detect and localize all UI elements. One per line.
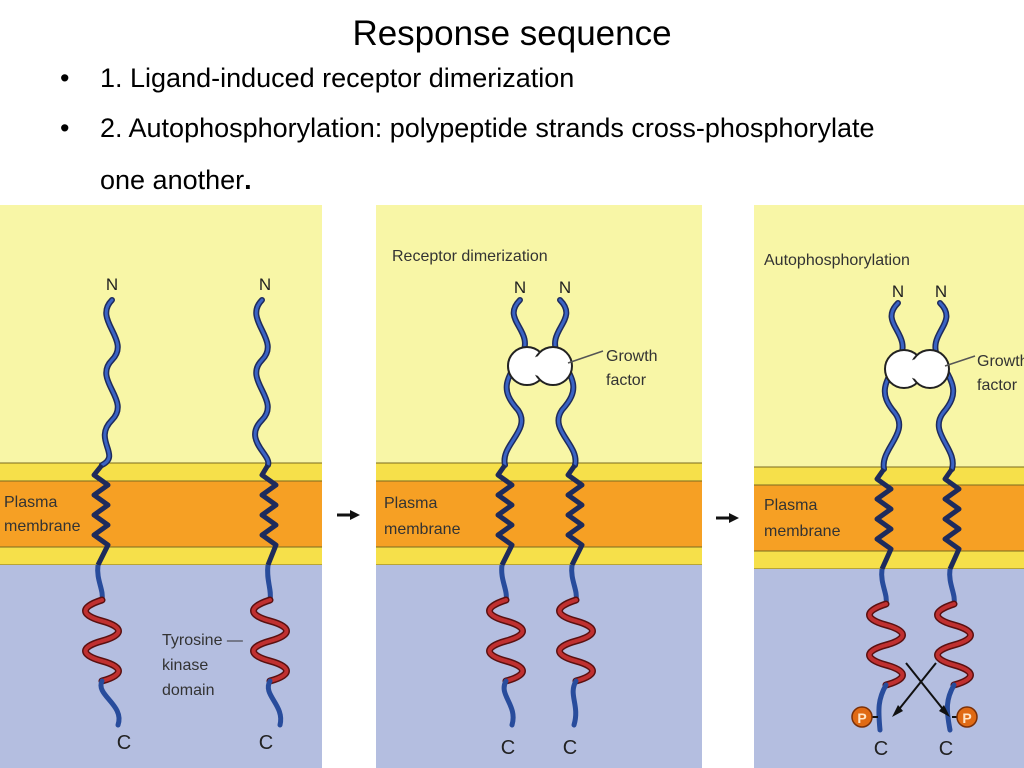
- membrane-core: [754, 485, 1024, 551]
- n-terminus-label: N: [106, 275, 118, 294]
- n-terminus-label: N: [892, 282, 904, 301]
- kinase-domain: [487, 598, 525, 683]
- extracellular-region: [754, 205, 1024, 467]
- bullet-marker: •: [60, 63, 70, 93]
- receptor-transmembrane: [942, 467, 962, 571]
- membrane-outer-edge: [376, 463, 702, 481]
- receptor-transmembrane: [565, 463, 585, 567]
- phosphate-label: P: [857, 710, 866, 726]
- slide-title: Response sequence: [352, 14, 672, 53]
- n-terminus-label: N: [559, 278, 571, 297]
- bullet-marker: •: [60, 113, 70, 143]
- receptor-c-tail: [265, 678, 284, 728]
- receptor-c-tail: [944, 682, 957, 733]
- membrane-outer-edge: [754, 467, 1024, 485]
- receptor-strand-extracellular: [553, 298, 577, 467]
- membrane-label-line1: Plasma: [384, 495, 437, 512]
- receptor-c-tail: [876, 682, 889, 733]
- receptor-c-tail: [501, 678, 516, 728]
- c-terminus-label: C: [501, 737, 515, 759]
- membrane-label-line2: membrane: [764, 523, 841, 540]
- panel-title: Autophosphorylation: [764, 252, 910, 269]
- receptor-transmembrane: [259, 463, 279, 566]
- growth-factor-label-line1: Growth: [977, 353, 1024, 370]
- panel-unbound: N N C C Plasma membrane Tyrosine — kinas…: [0, 205, 322, 768]
- n-terminus-label: N: [935, 282, 947, 301]
- growth-factor-label-line2: factor: [977, 377, 1018, 394]
- c-terminus-label: C: [117, 732, 131, 754]
- phosphate-icon: [956, 706, 978, 728]
- membrane-label-line1: Plasma: [764, 497, 817, 514]
- n-terminus-label: N: [514, 278, 526, 297]
- membrane-inner-edge: [376, 547, 702, 565]
- receptor-transmembrane: [874, 467, 894, 571]
- receptor-transmembrane: [495, 463, 515, 567]
- bullet-item-2: • 2. Autophosphorylation: polypeptide st…: [60, 102, 920, 206]
- kinase-label-line2: kinase: [162, 657, 208, 674]
- extracellular-region: [0, 205, 322, 463]
- arrow-right-icon: [716, 513, 739, 523]
- arrow-right-icon: [337, 510, 360, 520]
- c-terminus-label: C: [939, 738, 953, 760]
- bullet-text: 2. Autophosphorylation: polypeptide stra…: [100, 113, 875, 195]
- receptor-juxtamembrane: [265, 564, 273, 601]
- kinase-domain: [557, 598, 595, 683]
- panel-receptor-dimerization: Receptor dimerization Growth factor N N …: [376, 205, 702, 768]
- kinase-label-line1: Tyrosine —: [162, 632, 243, 649]
- bullet-list: • 1. Ligand-induced receptor dimerizatio…: [60, 58, 920, 206]
- n-terminus-label: N: [259, 275, 271, 294]
- membrane-label-line2: membrane: [384, 521, 461, 538]
- bullet-period: .: [244, 165, 252, 195]
- receptor-strand-extracellular: [503, 298, 527, 467]
- kinase-domain: [935, 602, 973, 687]
- panel-title: Receptor dimerization: [392, 248, 548, 265]
- receptor-c-tail: [570, 678, 579, 728]
- bullet-item-1: • 1. Ligand-induced receptor dimerizatio…: [60, 58, 920, 98]
- c-terminus-label: C: [259, 732, 273, 754]
- membrane-core: [376, 481, 702, 547]
- receptor-strand-extracellular: [882, 301, 904, 471]
- cross-phosphorylation-arrows: [892, 662, 950, 717]
- cytoplasm-region: [0, 565, 322, 768]
- receptor-diagram: N N C C Plasma membrane Tyrosine — kinas…: [0, 205, 1024, 768]
- receptor-strand-extracellular: [934, 301, 955, 471]
- membrane-core: [0, 481, 322, 547]
- growth-factor-leader: [567, 350, 604, 364]
- phosphate-label: P: [962, 710, 971, 726]
- receptor-strand-extracellular: [100, 298, 120, 467]
- growth-factor-label-line1: Growth: [606, 348, 658, 365]
- c-terminus-label: C: [563, 737, 577, 759]
- kinase-label-line3: domain: [162, 682, 214, 699]
- panel-autophosphorylation: Autophosphorylation Growth factor: [754, 205, 1024, 768]
- cytoplasm-region: [376, 565, 702, 768]
- c-terminus-label: C: [874, 738, 888, 760]
- growth-factor-leader: [944, 355, 976, 367]
- receptor-strand-extracellular: [253, 298, 270, 467]
- bullet-text: 1. Ligand-induced receptor dimerization: [100, 63, 575, 93]
- receptor-c-tail: [98, 678, 122, 728]
- kinase-domain: [83, 598, 121, 683]
- growth-factor-icon: [884, 349, 950, 389]
- kinase-domain: [867, 602, 905, 687]
- membrane-outer-edge: [0, 463, 322, 481]
- membrane-inner-edge: [0, 547, 322, 565]
- kinase-domain: [251, 598, 289, 683]
- membrane-label-line1: Plasma: [4, 494, 57, 511]
- growth-factor-icon: [507, 346, 573, 386]
- membrane-label-line2: membrane: [4, 518, 81, 535]
- extracellular-region: [376, 205, 702, 463]
- phosphate-icon: [851, 706, 873, 728]
- receptor-transmembrane: [91, 463, 111, 567]
- growth-factor-label-line2: factor: [606, 372, 647, 389]
